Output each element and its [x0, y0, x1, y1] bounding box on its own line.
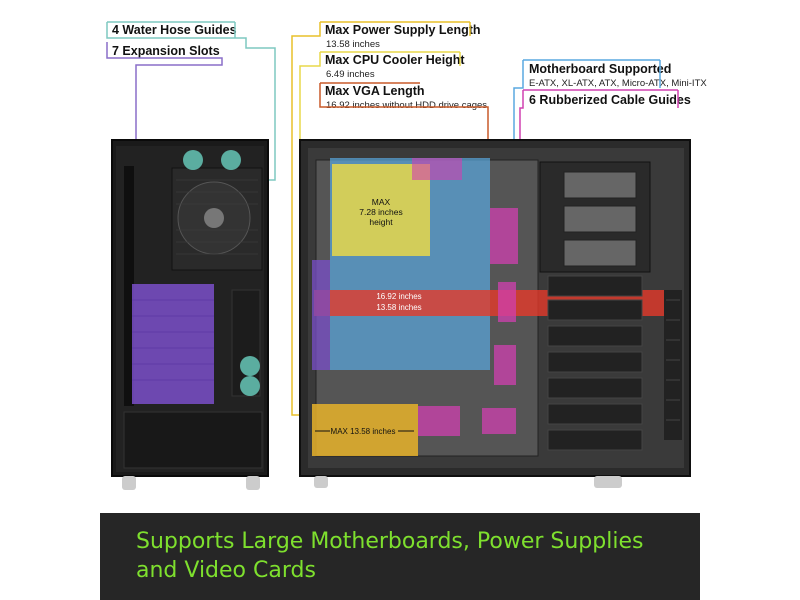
water-hose-guide-4 — [240, 376, 260, 396]
banner: Supports Large Motherboards, Power Suppl… — [100, 513, 700, 600]
banner-text: Supports Large Motherboards, Power Suppl… — [136, 527, 643, 585]
water-hose-guide-2 — [221, 150, 241, 170]
cpu-max-line3: height — [369, 217, 393, 227]
psu-length-label: Max Power Supply Length — [325, 23, 481, 37]
water-hose-guides-label: 4 Water Hose Guides — [112, 23, 237, 37]
cable-leader — [519, 90, 524, 165]
vga-length-value: 16.92 inches without HDD drive cages — [326, 100, 488, 111]
cpu-max-line2: 7.28 inches — [359, 207, 402, 217]
banner-line-2: and Video Cards — [136, 558, 316, 583]
psu-max-text: MAX 13.58 inches — [331, 427, 396, 436]
water-hose-leader — [106, 22, 276, 181]
cable-guides-label: 6 Rubberized Cable Guides — [529, 93, 691, 107]
cable-guide-2 — [498, 282, 516, 322]
expansion-slots-label: 7 Expansion Slots — [112, 44, 220, 58]
cable-guide-4 — [482, 408, 516, 434]
motherboard-supported-label: Motherboard Supported — [529, 62, 672, 76]
cpu-cooler-value: 6.49 inches — [326, 69, 375, 80]
side-case-view — [299, 139, 691, 488]
cable-guide-5 — [418, 406, 460, 436]
cable-guide-1 — [490, 208, 518, 264]
psu-length-value: 13.58 inches — [326, 39, 380, 50]
motherboard-supported-value: E-ATX, XL-ATX, ATX, Micro-ATX, Mini-ITX — [529, 78, 707, 89]
cpu-cooler-label: Max CPU Cooler Height — [325, 53, 465, 67]
water-hose-guide-1 — [183, 150, 203, 170]
psu-leader — [291, 22, 321, 416]
vga-length-text-1: 16.92 inches — [376, 292, 421, 301]
cable-guide-6 — [312, 260, 330, 370]
water-hose-guide-3 — [240, 356, 260, 376]
banner-line-1: Supports Large Motherboards, Power Suppl… — [136, 529, 644, 554]
expansion-leader — [106, 42, 223, 292]
vga-length-label: Max VGA Length — [325, 84, 425, 98]
cable-guide-3 — [494, 345, 516, 385]
rear-case-view — [111, 139, 269, 490]
vga-length-text-2: 13.58 inches — [376, 303, 421, 312]
cpu-max-line1: MAX — [372, 197, 391, 207]
mobo-leader — [513, 60, 524, 152]
